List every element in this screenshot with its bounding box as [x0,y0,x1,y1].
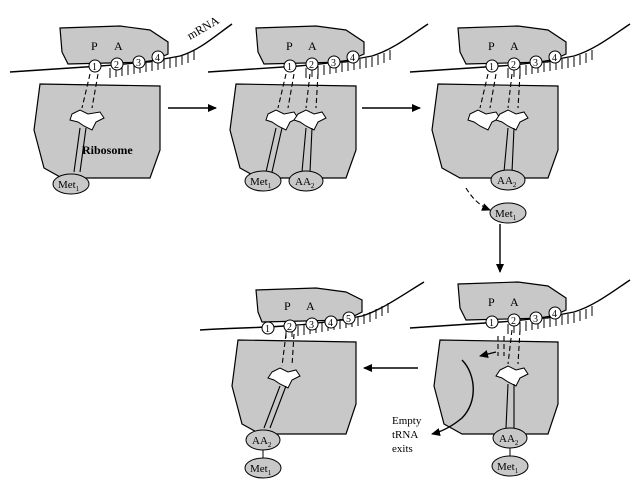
site-p-label: P [488,295,495,309]
codon-number: 4 [155,53,160,64]
codon-number: 4 [552,53,557,64]
codon-number: 2 [309,60,314,71]
codon-number: 1 [92,62,97,73]
codon-number: 2 [511,316,516,327]
site-a-label: A [306,299,315,313]
ribosome-label: Ribosome [82,143,133,157]
site-a-label: A [114,39,123,53]
codon-number: 1 [489,62,494,73]
site-p-label: P [286,39,293,53]
ribosome-large-subunit [432,84,558,178]
codon-number: 3 [136,58,141,69]
site-p-label: P [488,39,495,53]
codon-number: 4 [350,53,355,64]
site-a-label: A [308,39,317,53]
ribosome-large-subunit [232,340,356,434]
codon-number: 2 [511,60,516,71]
codon-number: 5 [346,314,351,325]
panel-3: P A 1 2 3 4 AA2 Met1 [410,24,630,223]
mrna-label: mRNA [185,13,222,43]
site-a-label: A [510,295,519,309]
panel-1: P A 1 2 3 4 mRNA Ribosome Met1 [10,13,232,194]
codon-number: 2 [114,60,119,71]
ribosome-large-subunit [434,340,558,434]
codon-number: 3 [533,314,538,325]
peptide-transfer-arrow [466,188,490,210]
codon-number: 3 [331,58,336,69]
codon-number: 3 [309,320,314,331]
codon-number: 2 [287,322,292,333]
codon-number: 4 [328,318,333,329]
ribosome-large-subunit [230,84,356,178]
codon-number: 1 [287,62,292,73]
ribosome-large-subunit [34,84,160,178]
site-p-label: P [284,299,291,313]
site-p-label: P [91,39,98,53]
empty-trna-label: Empty tRNA exits [392,415,424,455]
panel-5: P A 1 2 3 4 5 AA2 Met1 [200,282,424,478]
codon-number: 1 [489,318,494,329]
codon-number: 3 [533,58,538,69]
codon-number: 4 [552,309,557,320]
panel-4: P A 1 2 3 4 Empty tRNA exits AA2 Met1 [392,280,630,476]
codon-number: 1 [265,324,270,335]
site-a-label: A [510,39,519,53]
